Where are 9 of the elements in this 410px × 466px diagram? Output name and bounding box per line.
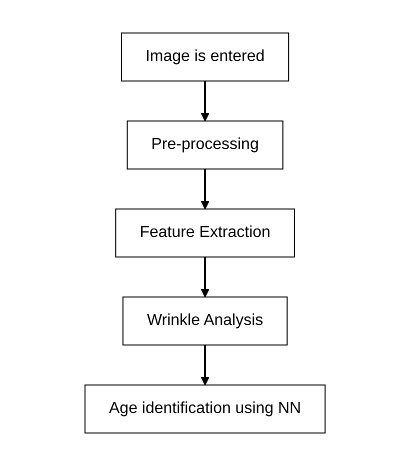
arrow bbox=[200, 169, 210, 210]
node-box: Image is entered bbox=[120, 32, 290, 82]
node-box: Wrinkle Analysis bbox=[122, 296, 288, 346]
arrow bbox=[200, 81, 210, 122]
node-box: Feature Extraction bbox=[115, 208, 295, 258]
arrow bbox=[200, 345, 210, 386]
node-box: Age identification using NN bbox=[84, 384, 326, 434]
node-box: Pre-processing bbox=[126, 120, 284, 170]
arrow bbox=[200, 257, 210, 298]
